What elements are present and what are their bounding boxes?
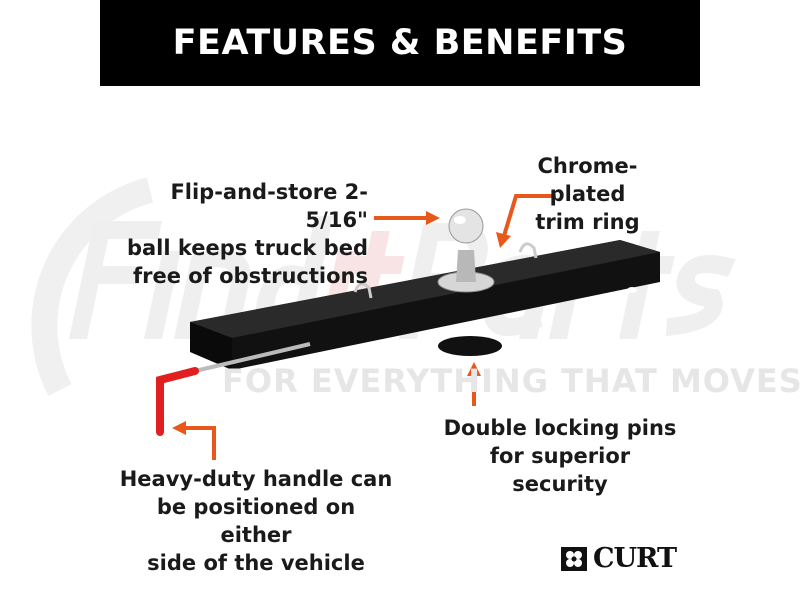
callout-line: Double locking pins: [443, 416, 677, 440]
callout-line: free of obstructions: [132, 264, 368, 288]
callout-flip-and-store-ball: Flip-and-store 2-5/16" ball keeps truck …: [118, 178, 368, 290]
callout-line: trim ring: [535, 210, 640, 234]
curt-emblem-icon: [561, 546, 587, 571]
watermark-tagline: FOR EVERYTHING THAT MOVES: [222, 362, 800, 400]
features-banner: FEATURES & BENEFITS: [100, 0, 700, 86]
curt-logo-text: CURT: [593, 543, 677, 574]
u-bolt: [353, 282, 373, 299]
locking-pin-housing: [438, 336, 502, 356]
callout-line: be positioned on either: [156, 495, 356, 547]
callout-arrows: [172, 194, 556, 460]
callout-locking-pins: Double locking pins for superior securit…: [440, 414, 680, 498]
callout-line: side of the vehicle: [147, 551, 365, 575]
callout-line: Flip-and-store 2-5/16": [170, 180, 368, 232]
callout-line: Heavy-duty handle can: [119, 467, 393, 491]
callout-line: Chrome-plated: [537, 154, 638, 206]
banner-title: FEATURES & BENEFITS: [172, 23, 628, 63]
ball-shank: [456, 250, 476, 282]
u-bolt: [518, 242, 538, 259]
hitch-ball: [448, 208, 484, 244]
curt-logo: CURT: [560, 543, 677, 574]
handle-rod: [194, 342, 311, 373]
handle-grip: [156, 367, 199, 436]
watermark-arc: [31, 177, 154, 396]
callout-handle: Heavy-duty handle can be positioned on e…: [118, 465, 394, 577]
callout-line: for superior security: [489, 444, 631, 496]
callout-line: ball keeps truck bed: [126, 236, 368, 260]
callout-trim-ring: Chrome-plated trim ring: [500, 152, 675, 236]
